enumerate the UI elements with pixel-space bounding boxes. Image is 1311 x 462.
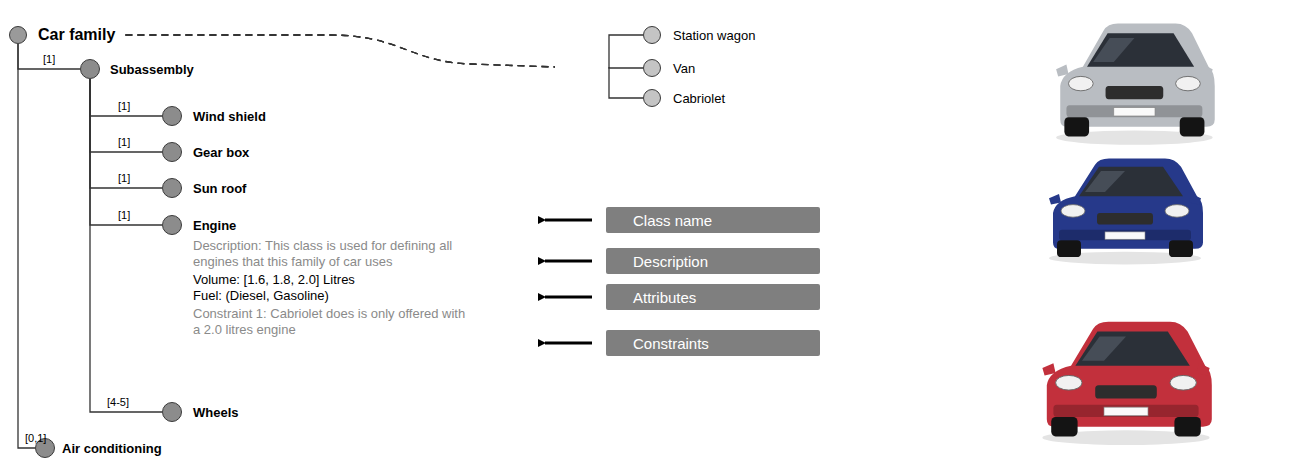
node-row: Sun roof: [162, 178, 246, 198]
cardinality-label: [1]: [43, 53, 55, 65]
tree-connector: [90, 79, 162, 412]
node-circle: [9, 26, 27, 44]
cardinality-label: [1]: [118, 209, 130, 221]
variant-node: Van: [643, 59, 695, 77]
node-row: Air conditioning: [35, 438, 162, 458]
class-node: Car family: [9, 26, 125, 44]
node-row: Subassembly: [80, 59, 194, 79]
class-name: Wind shield: [193, 109, 266, 124]
class-node: Wind shield: [162, 106, 266, 126]
node-circle: [643, 89, 661, 107]
cardinality-label: [0,1]: [25, 432, 46, 444]
connector-line: [90, 79, 162, 188]
tree-connector: [90, 79, 162, 152]
cardinality-label: [1]: [118, 172, 130, 184]
class-part-box: Class name: [606, 207, 820, 233]
car-picture: [1042, 322, 1211, 445]
variant-node: Cabriolet: [643, 89, 725, 107]
cardinality-label: [1]: [118, 100, 130, 112]
leader-arrow: [545, 260, 592, 263]
tree-connector: [125, 35, 643, 98]
class-node: Air conditioning: [35, 438, 162, 458]
class-part-box: Constraints: [606, 330, 820, 356]
car-picture: [1049, 158, 1203, 264]
node-circle: [162, 178, 182, 198]
connector-line: [18, 44, 35, 448]
tree-connector: [90, 79, 162, 188]
node-circle: [643, 26, 661, 44]
class-name: Car family: [38, 26, 115, 44]
class-detail: Constraint 1: Cabriolet does is only off…: [193, 306, 468, 338]
node-row: Gear box: [162, 142, 249, 162]
tree-connector: [125, 35, 643, 67]
connector-line: [609, 67, 643, 68]
node-circle: [162, 142, 182, 162]
connector-line: [609, 35, 643, 67]
node-row: Cabriolet: [643, 89, 725, 107]
class-node: Sun roof: [162, 178, 246, 198]
car-picture: [1056, 24, 1215, 145]
box-label: Attributes: [633, 289, 696, 306]
class-part-box: Description: [606, 248, 820, 274]
class-name: Wheels: [193, 405, 239, 420]
class-name: Subassembly: [110, 62, 194, 77]
node-circle: [80, 59, 100, 79]
node-circle: [643, 59, 661, 77]
class-name: Cabriolet: [673, 91, 725, 106]
node-row: Wind shield: [162, 106, 266, 126]
class-node: Wheels: [162, 402, 239, 422]
tree-connector: [125, 35, 643, 68]
node-row: Station wagon: [643, 26, 755, 44]
class-name: Gear box: [193, 145, 249, 160]
node-circle: [162, 402, 182, 422]
tree-connector: [90, 79, 162, 225]
connector-line: [90, 79, 162, 412]
tree-connector: [18, 44, 80, 69]
connector-line: [609, 67, 643, 98]
node-row: Van: [643, 59, 695, 77]
node-circle: [162, 215, 182, 235]
leader-arrow: [545, 342, 592, 345]
class-detail: Volume: [1.6, 1.8, 2.0] Litres: [193, 272, 468, 288]
connector-line: [90, 79, 162, 152]
connector-line: [18, 44, 80, 69]
class-name: Station wagon: [673, 28, 755, 43]
connector-line: [90, 79, 162, 116]
node-row: Wheels: [162, 402, 239, 422]
class-node: Gear box: [162, 142, 249, 162]
connector-line: [90, 79, 162, 225]
cardinality-label: [4-5]: [107, 396, 129, 408]
box-label: Constraints: [633, 335, 709, 352]
class-node: EngineDescription: This class is used fo…: [162, 215, 468, 338]
leader-arrow: [545, 219, 592, 222]
node-row: Engine: [162, 215, 468, 235]
box-label: Class name: [633, 212, 712, 229]
cardinality-label: [1]: [118, 136, 130, 148]
leader-arrow: [545, 296, 592, 299]
tree-connector: [90, 79, 162, 116]
class-name: Air conditioning: [62, 441, 162, 456]
node-circle: [162, 106, 182, 126]
class-part-box: Attributes: [606, 284, 820, 310]
variant-node: Station wagon: [643, 26, 755, 44]
box-label: Description: [633, 253, 708, 270]
class-name: Sun roof: [193, 181, 246, 196]
class-detail: Fuel: (Diesel, Gasoline): [193, 288, 468, 304]
class-name: Engine: [193, 218, 236, 233]
node-row: Car family: [9, 26, 115, 44]
class-name: Van: [673, 61, 695, 76]
tree-connector: [18, 44, 35, 448]
class-node: Subassembly: [80, 59, 194, 79]
class-detail: Description: This class is used for defi…: [193, 238, 468, 270]
